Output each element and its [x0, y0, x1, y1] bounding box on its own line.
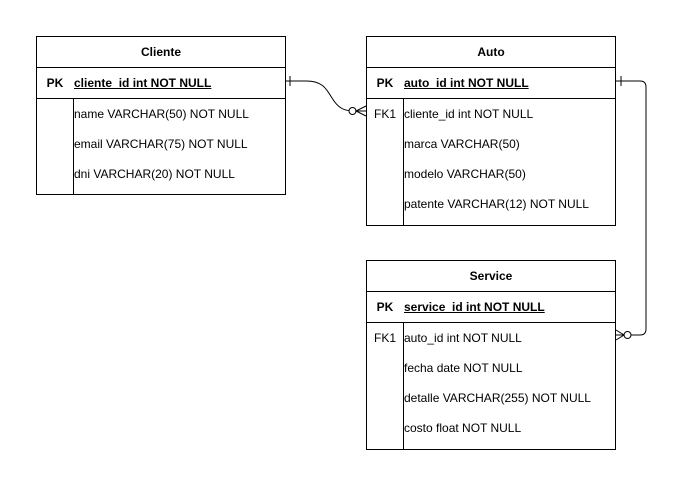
relationship-cliente-auto	[286, 80, 366, 112]
field-row[interactable]: fecha date NOT NULL	[367, 353, 615, 383]
field-row[interactable]: FK1 cliente_id int NOT NULL	[367, 99, 615, 129]
fk-label: FK1	[373, 107, 396, 121]
entity-cliente[interactable]: Cliente PK cliente_id int NOT NULL name …	[36, 36, 286, 195]
field-name: modelo VARCHAR(50)	[404, 167, 526, 181]
entity-title: Auto	[367, 37, 615, 68]
field-name: costo float NOT NULL	[404, 421, 522, 435]
field-row[interactable]: dni VARCHAR(20) NOT NULL	[37, 159, 285, 189]
entity-service[interactable]: Service PK service_id int NOT NULL FK1 a…	[366, 260, 616, 450]
primary-key-row[interactable]: PK auto_id int NOT NULL	[367, 68, 615, 99]
column-separator	[73, 98, 74, 195]
relationship-auto-service	[616, 80, 647, 336]
field-name: auto_id int NOT NULL	[404, 331, 522, 345]
field-name: email VARCHAR(75) NOT NULL	[74, 137, 248, 151]
field-row[interactable]: FK1 auto_id int NOT NULL	[367, 323, 615, 353]
crowfoot-icon	[354, 105, 367, 117]
field-name: name VARCHAR(50) NOT NULL	[74, 107, 249, 121]
field-row[interactable]: marca VARCHAR(50)	[367, 129, 615, 159]
field-name: patente VARCHAR(12) NOT NULL	[404, 197, 589, 211]
field-row[interactable]: modelo VARCHAR(50)	[367, 159, 615, 189]
field-name: marca VARCHAR(50)	[404, 137, 520, 151]
pk-label: PK	[46, 76, 64, 90]
pk-field: cliente_id int NOT NULL	[74, 76, 212, 90]
column-separator	[403, 98, 404, 226]
pk-label: PK	[376, 76, 394, 90]
crowfoot-icon	[615, 329, 625, 341]
entity-title: Cliente	[37, 37, 285, 68]
field-name: fecha date NOT NULL	[404, 361, 523, 375]
field-row[interactable]: detalle VARCHAR(255) NOT NULL	[367, 383, 615, 413]
field-row[interactable]: email VARCHAR(75) NOT NULL	[37, 129, 285, 159]
entity-title: Service	[367, 261, 615, 292]
column-separator	[403, 322, 404, 450]
entity-auto[interactable]: Auto PK auto_id int NOT NULL FK1 cliente…	[366, 36, 616, 226]
field-name: cliente_id int NOT NULL	[404, 107, 534, 121]
field-name: dni VARCHAR(20) NOT NULL	[74, 167, 235, 181]
fk-label: FK1	[373, 331, 396, 345]
pk-label: PK	[376, 300, 394, 314]
pk-field: auto_id int NOT NULL	[404, 76, 529, 90]
field-row[interactable]: patente VARCHAR(12) NOT NULL	[367, 189, 615, 219]
pk-field: service_id int NOT NULL	[404, 300, 545, 314]
field-row[interactable]: costo float NOT NULL	[367, 413, 615, 443]
field-name: detalle VARCHAR(255) NOT NULL	[404, 391, 591, 405]
field-row[interactable]: name VARCHAR(50) NOT NULL	[37, 99, 285, 129]
zero-mark-icon	[623, 331, 632, 339]
primary-key-row[interactable]: PK cliente_id int NOT NULL	[37, 68, 285, 99]
primary-key-row[interactable]: PK service_id int NOT NULL	[367, 292, 615, 323]
